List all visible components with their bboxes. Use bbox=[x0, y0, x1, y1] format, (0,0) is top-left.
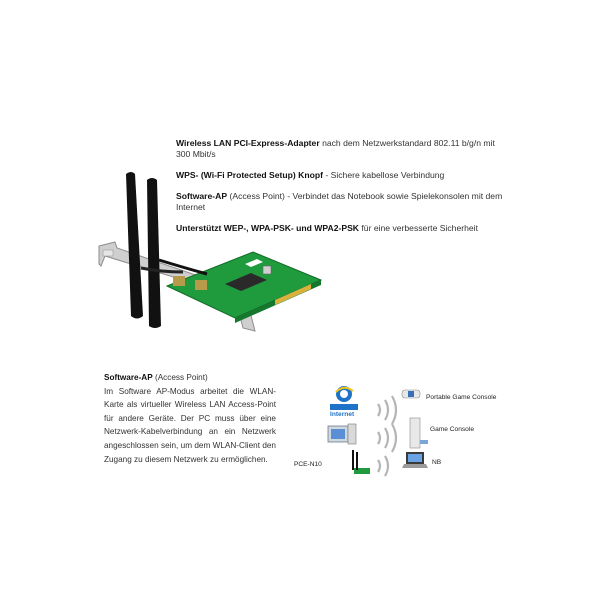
device-label: Portable Game Console bbox=[426, 394, 497, 401]
portable-game-console-icon bbox=[401, 389, 421, 399]
antenna bbox=[126, 172, 143, 319]
pcb-label bbox=[245, 259, 263, 267]
wireless-waves-icon bbox=[377, 395, 398, 477]
section-title: Software-AP (Access Point) bbox=[104, 371, 276, 385]
feature-title: Software-AP bbox=[176, 191, 228, 201]
antenna-cable bbox=[140, 266, 184, 274]
pcie-contacts bbox=[275, 284, 311, 305]
feature-title: Unterstützt WEP-, WPA-PSK- und WPA2-PSK bbox=[176, 223, 360, 233]
section-title-rest: (Access Point) bbox=[152, 373, 208, 382]
section-body: Im Software AP-Modus arbeitet die WLAN-K… bbox=[104, 386, 276, 464]
feature-text: (Access Point) - Verbindet das Notebook … bbox=[176, 191, 503, 212]
product-image bbox=[95, 168, 325, 333]
device-label: Game Console bbox=[430, 426, 474, 433]
feature-title: Wireless LAN PCI-Express-Adapter bbox=[176, 138, 320, 148]
feature-list: Wireless LAN PCI-Express-Adapter nach de… bbox=[176, 138, 506, 244]
antenna bbox=[147, 178, 161, 328]
internet-label: Internet bbox=[330, 411, 355, 418]
adapter-label: PCE-N10 bbox=[294, 461, 322, 468]
software-ap-section: Software-AP (Access Point) Im Software A… bbox=[104, 371, 276, 466]
internet-icon bbox=[330, 386, 358, 410]
feature-text: für eine verbesserte Sicherheit bbox=[359, 223, 478, 233]
antenna-connector bbox=[195, 280, 207, 290]
feature-item: Unterstützt WEP-, WPA-PSK- und WPA2-PSK … bbox=[176, 223, 506, 234]
section-title-bold: Software-AP bbox=[104, 373, 153, 382]
device-label: NB bbox=[432, 459, 442, 466]
bracket-slot bbox=[102, 249, 114, 257]
feature-item: WPS- (Wi-Fi Protected Setup) Knopf - Sic… bbox=[176, 170, 506, 181]
notebook-icon bbox=[402, 452, 428, 468]
feature-text: - Sichere kabellose Verbindung bbox=[322, 170, 445, 180]
chip bbox=[225, 273, 267, 291]
game-console-icon bbox=[409, 417, 428, 449]
feature-item: Software-AP (Access Point) - Verbindet d… bbox=[176, 191, 506, 213]
antenna-cable bbox=[158, 258, 208, 276]
antenna-connector bbox=[173, 276, 185, 286]
pc-icon bbox=[327, 423, 357, 445]
feature-text: nach dem Netzwerkstandard 802.11 b/g/n m… bbox=[176, 138, 495, 159]
feature-item: Wireless LAN PCI-Express-Adapter nach de… bbox=[176, 138, 506, 160]
network-diagram: Internet PCE-N10 Portable Game Console G… bbox=[292, 380, 512, 480]
wps-button bbox=[262, 265, 272, 275]
pce-n10-icon bbox=[352, 450, 370, 474]
feature-title: WPS- (Wi-Fi Protected Setup) Knopf bbox=[176, 170, 323, 180]
